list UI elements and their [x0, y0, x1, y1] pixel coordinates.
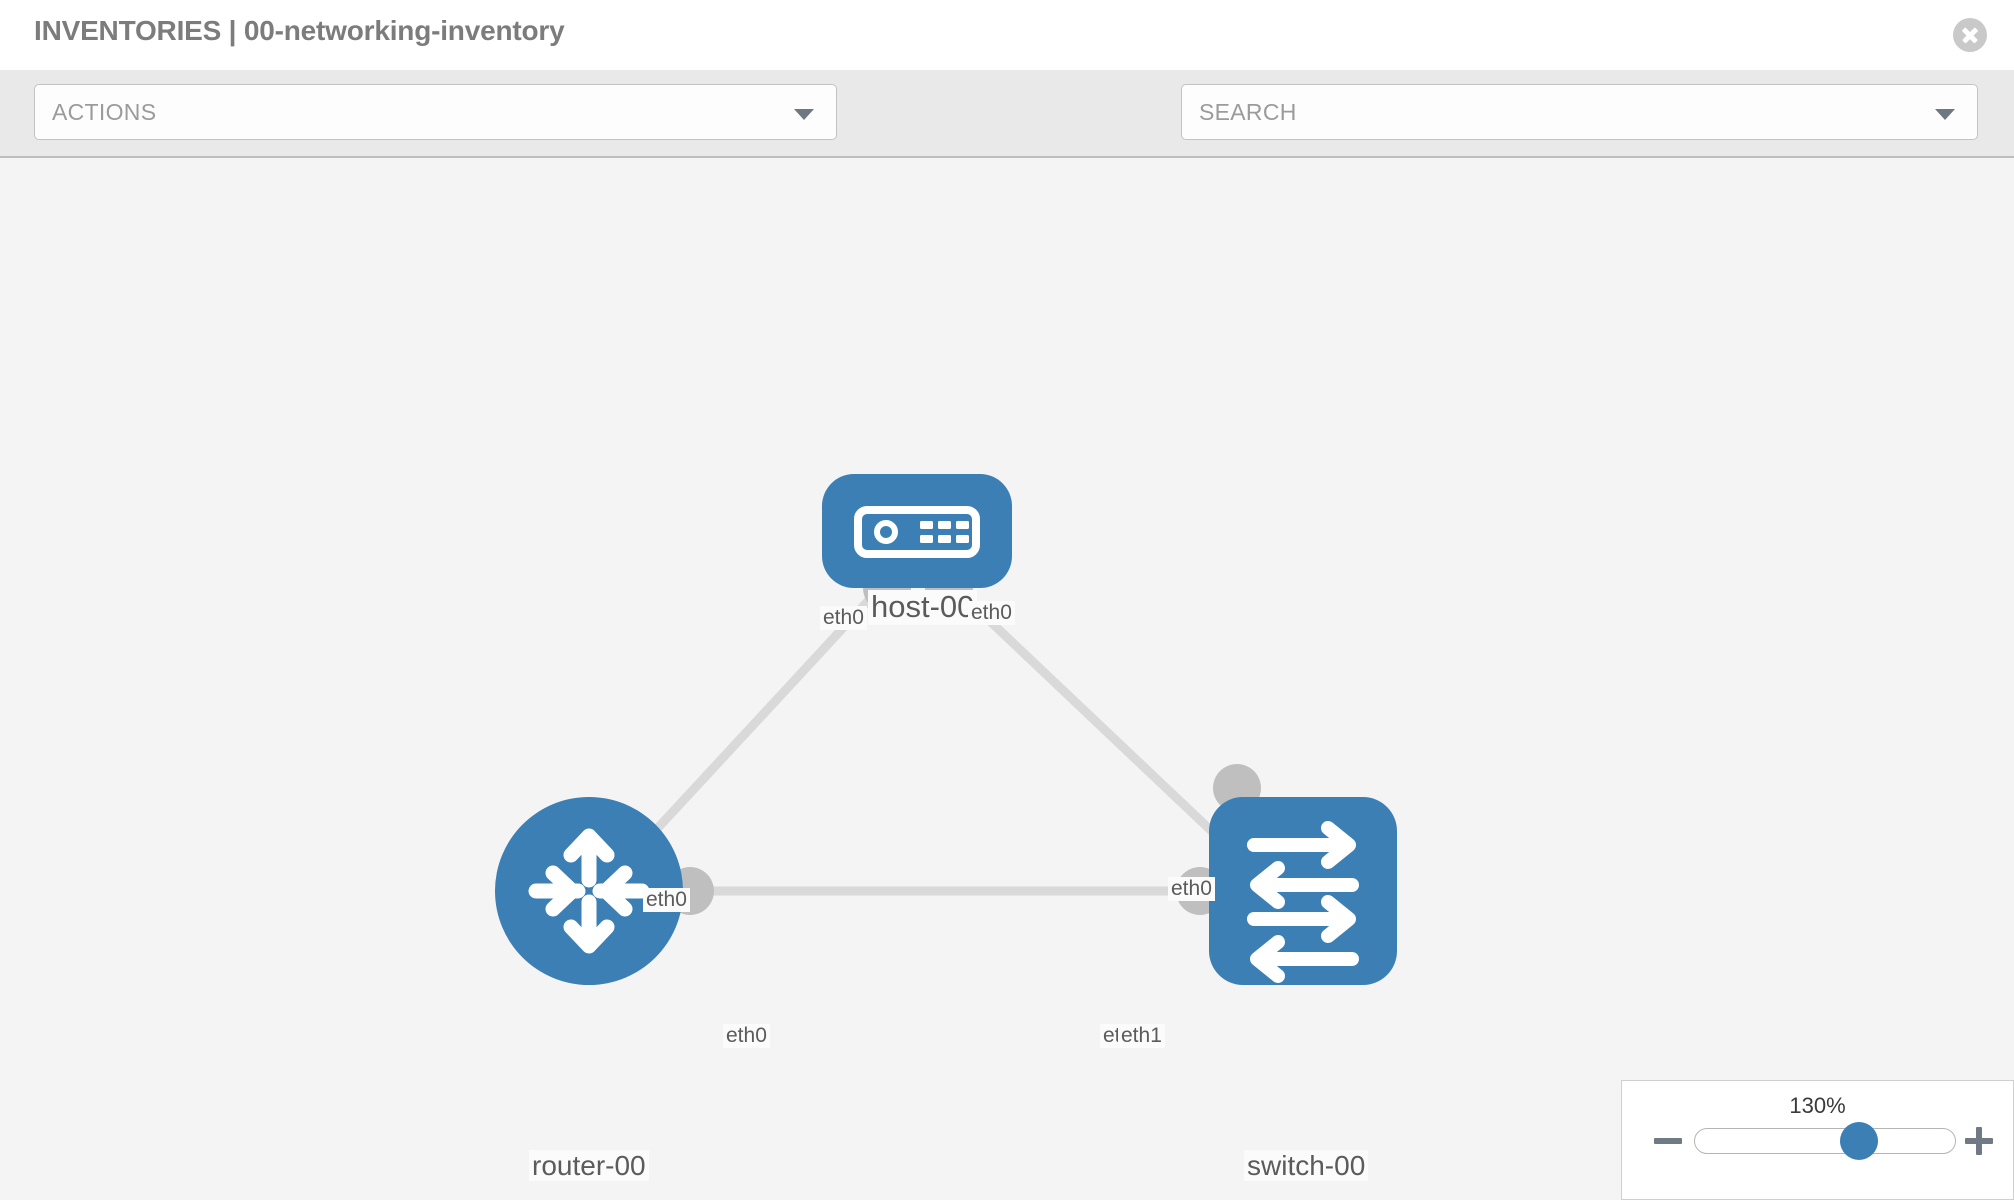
node-host-00[interactable] — [822, 474, 1012, 588]
minus-icon — [1654, 1138, 1682, 1144]
interface-label-switch-left-b: eth1 — [1118, 1024, 1165, 1049]
interface-label-host-right: eth0 — [968, 601, 1015, 626]
actions-dropdown-label: ACTIONS — [52, 99, 157, 125]
plus-icon — [1976, 1127, 1982, 1155]
zoom-in-button[interactable] — [1963, 1125, 1995, 1157]
zoom-slider-track[interactable] — [1694, 1128, 1956, 1154]
zoom-level-value: 130% — [1789, 1093, 1846, 1118]
zoom-slider-handle[interactable] — [1840, 1122, 1879, 1160]
node-label-router-00: router-00 — [529, 1150, 649, 1182]
page-header: INVENTORIES | 00-networking-inventory — [0, 0, 2014, 70]
interface-label-router-right: eth0 — [723, 1024, 770, 1049]
node-router-00[interactable] — [495, 797, 683, 985]
topology-graph — [495, 474, 1397, 985]
actions-dropdown[interactable]: ACTIONS — [34, 84, 837, 140]
toolbar: ACTIONS SEARCH — [0, 70, 2014, 199]
search-input-placeholder: SEARCH — [1199, 99, 1297, 125]
search-input[interactable]: SEARCH — [1181, 84, 1978, 140]
node-label-switch-00: switch-00 — [1244, 1150, 1369, 1182]
link-host-switch — [951, 584, 1244, 862]
topology-canvas[interactable]: eth0 host-00 eth0 eth0 eth0 eth0 eth eth… — [0, 158, 2014, 1200]
interface-label-host-left: eth0 — [820, 606, 867, 631]
interface-label-router-up: eth0 — [643, 888, 690, 913]
chevron-down-icon — [1935, 109, 1955, 120]
page-title: INVENTORIES | 00-networking-inventory — [34, 15, 565, 46]
zoom-out-button[interactable] — [1652, 1125, 1684, 1157]
link-group — [626, 584, 1244, 896]
chevron-down-icon — [794, 109, 814, 120]
node-label-host-00: host-00 — [868, 590, 978, 625]
link-router-host — [626, 584, 884, 862]
zoom-control-panel: 130% — [1621, 1080, 2014, 1200]
close-icon[interactable] — [1953, 18, 1987, 52]
node-switch-00[interactable] — [1209, 797, 1397, 985]
interface-label-switch-up: eth0 — [1168, 877, 1215, 902]
